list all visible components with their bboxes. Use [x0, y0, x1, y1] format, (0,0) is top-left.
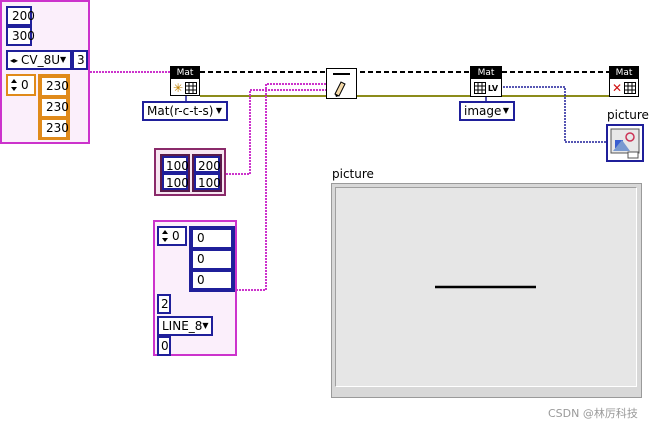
spin-arrows-icon: [10, 77, 18, 93]
thickness-value: 2: [161, 297, 169, 311]
color-value-1: 0: [197, 252, 205, 266]
type-enum[interactable]: ◂▸ CV_8U ▼: [6, 50, 72, 70]
line-type-enum[interactable]: LINE_8 ▼: [157, 316, 213, 336]
point-1-x-value: 100: [166, 159, 189, 173]
shift-value: 0: [161, 339, 169, 353]
spin-arrows-icon: [161, 228, 169, 244]
cols-value: 300: [12, 29, 35, 43]
new-mat-symbol: ✳: [172, 80, 184, 95]
channels-value: 3: [77, 53, 85, 67]
point-1-y-value: 100: [166, 176, 189, 190]
chevron-down-icon: ▼: [502, 106, 509, 115]
picture-canvas[interactable]: [335, 187, 637, 387]
scalar-array: 230 230 230: [38, 74, 70, 140]
line-settings-cluster: 0 0 0 0 2 LINE_8 ▼ 0: [153, 220, 237, 356]
color-value-field[interactable]: 0: [191, 249, 233, 270]
scalar-value-2: 230: [46, 121, 69, 135]
scalar-value-field[interactable]: 230: [40, 76, 69, 97]
rows-field[interactable]: 200: [6, 6, 35, 26]
grid-icon: [624, 82, 637, 94]
mat-type-ring-label: Mat(r-c-t-s): [147, 104, 214, 118]
picture-terminal-icon: [610, 128, 640, 159]
point-2-x-value: 200: [198, 159, 221, 173]
point-2: 200 100: [192, 154, 222, 192]
mat-to-lv-node[interactable]: Mat LV: [470, 66, 502, 97]
array-index[interactable]: 0: [6, 74, 36, 96]
color-array: 0 0 0: [189, 226, 235, 292]
grid-icon: [473, 82, 486, 94]
point-1-y[interactable]: 100: [162, 173, 189, 190]
watermark: CSDN @林厉科技: [548, 407, 638, 420]
node-header: Mat: [171, 67, 199, 79]
cols-field[interactable]: 300: [6, 26, 35, 46]
close-mat-node[interactable]: Mat ✕: [609, 66, 639, 97]
close-mat-icon: ✕: [610, 80, 638, 96]
draw-line-node[interactable]: [326, 68, 357, 99]
thickness-field[interactable]: 2: [157, 294, 171, 314]
mat-to-lv-icon: LV: [471, 80, 501, 96]
scalar-value-field[interactable]: 230: [40, 118, 69, 139]
draw-line-icon: [333, 73, 350, 97]
picture-terminal-label: picture: [607, 108, 649, 122]
chevron-down-icon: ▼: [60, 55, 67, 64]
mat-type-ring[interactable]: Mat(r-c-t-s) ▼: [142, 101, 228, 121]
lv-text: LV: [487, 83, 499, 93]
color-value-2: 0: [197, 273, 205, 287]
picture-terminal[interactable]: [606, 124, 644, 162]
color-value-field[interactable]: 0: [191, 270, 233, 290]
color-value-0: 0: [197, 231, 205, 245]
scalar-value-0: 230: [46, 79, 69, 93]
channels-field[interactable]: 3: [72, 50, 88, 70]
grid-icon: [185, 81, 198, 94]
picture-panel-label: picture: [332, 167, 374, 181]
line-type-label: LINE_8: [162, 319, 203, 333]
close-symbol: ✕: [611, 81, 623, 95]
point-2-y[interactable]: 100: [194, 173, 221, 190]
color-value-field[interactable]: 0: [191, 228, 233, 249]
chevron-down-icon: ▼: [215, 106, 222, 115]
node-header: Mat: [471, 67, 501, 79]
point-1-x[interactable]: 100: [162, 156, 189, 173]
output-type-ring-label: image: [464, 104, 502, 118]
points-cluster: 100 100 200 100: [154, 148, 226, 196]
enum-spin-icon: ◂▸: [10, 55, 19, 65]
mat-size-cluster: 200 300 ◂▸ CV_8U ▼ 3 0 230 230 230: [0, 0, 90, 144]
array-index-value: 0: [21, 78, 29, 92]
shift-field[interactable]: 0: [157, 336, 171, 356]
new-mat-icon: ✳: [171, 80, 199, 95]
drawn-line-graphic: [435, 285, 536, 289]
new-mat-node[interactable]: Mat ✳: [170, 66, 200, 96]
point-2-y-value: 100: [198, 176, 221, 190]
rows-value: 200: [12, 9, 35, 23]
color-array-index-value: 0: [172, 229, 180, 243]
type-enum-label: CV_8U: [21, 53, 61, 67]
chevron-down-icon: ▼: [202, 321, 209, 330]
picture-panel: [331, 183, 642, 398]
color-array-index[interactable]: 0: [157, 226, 187, 246]
scalar-value-1: 230: [46, 100, 69, 114]
point-1: 100 100: [160, 154, 190, 192]
output-type-ring[interactable]: image ▼: [459, 101, 515, 121]
scalar-value-field[interactable]: 230: [40, 97, 69, 118]
point-2-x[interactable]: 200: [194, 156, 221, 173]
node-header: Mat: [610, 67, 638, 79]
